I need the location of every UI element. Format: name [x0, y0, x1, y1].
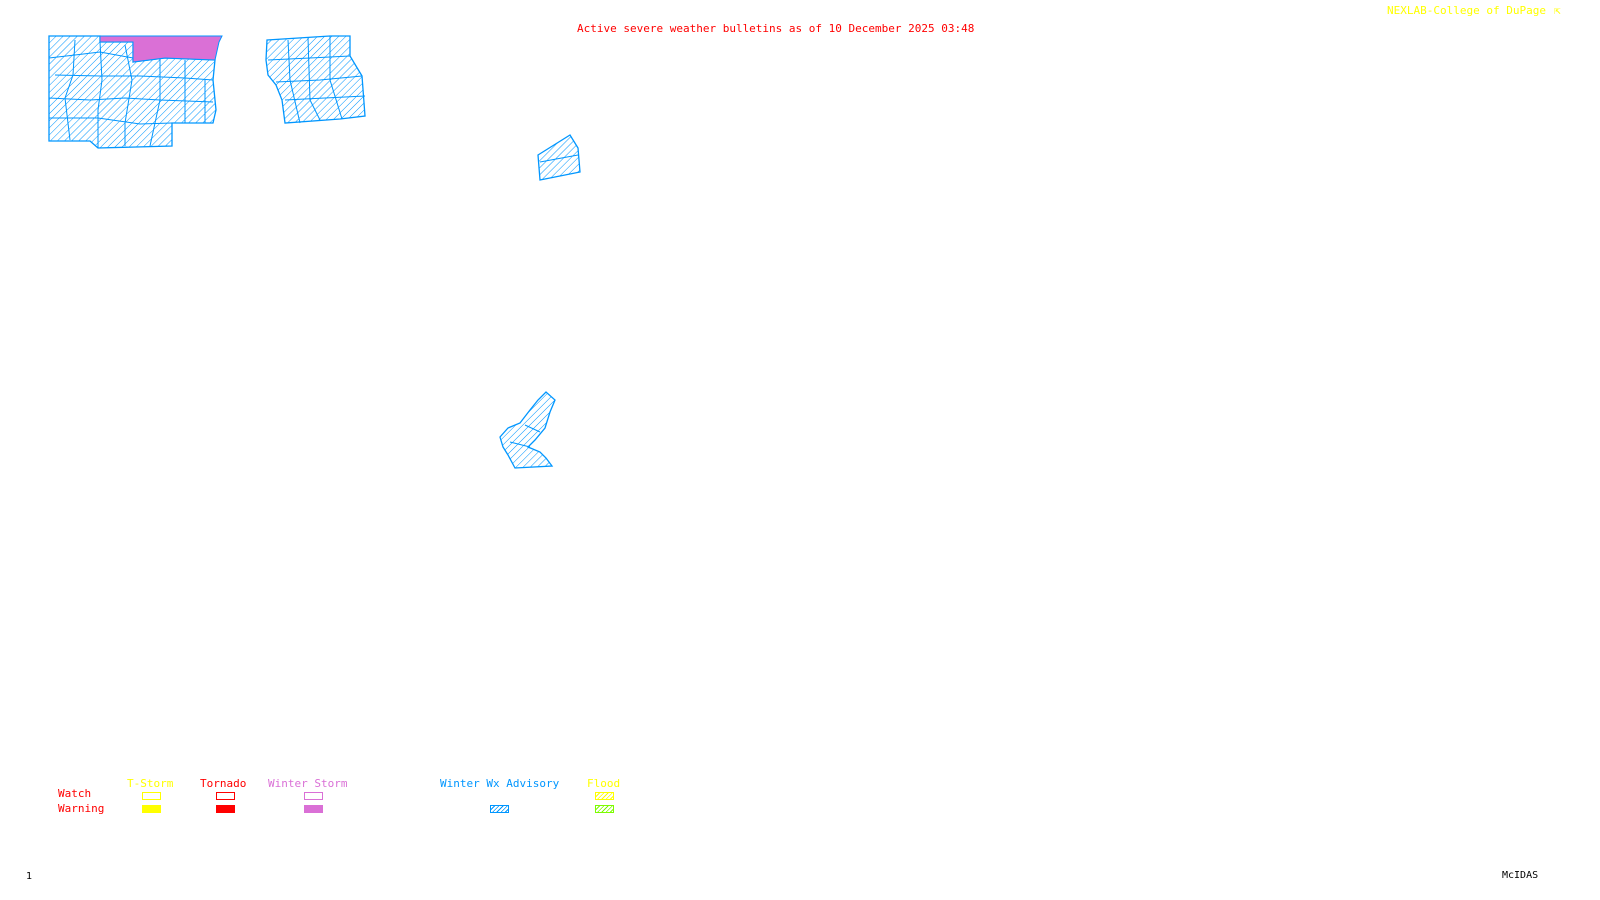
credit-icon: ⇱	[1554, 4, 1561, 17]
legend-winter-storm-warning	[304, 805, 323, 813]
map-title: Active severe weather bulletins as of 10…	[577, 22, 975, 35]
legend-flood-warning	[595, 805, 614, 813]
legend-tstorm-watch	[142, 792, 161, 800]
legend-row-warning: Warning	[58, 802, 105, 815]
advisory-area-central	[537, 134, 581, 181]
frame-number: 1	[26, 871, 33, 882]
legend-tstorm-label: T-Storm	[127, 777, 174, 790]
legend-tornado-label: Tornado	[200, 777, 247, 790]
legend-row-watch: Watch	[58, 787, 92, 800]
legend-winter-advisory-warning	[490, 805, 509, 813]
credit-label: NEXLAB-College of DuPage	[1387, 4, 1546, 17]
advisory-area-south-central	[499, 391, 556, 469]
legend-tornado-watch	[216, 792, 235, 800]
advisory-area-northwest	[48, 35, 217, 149]
legend-winter-storm-watch	[304, 792, 323, 800]
legend-tornado-warning	[216, 805, 235, 813]
legend-tstorm-warning	[142, 805, 161, 813]
legend-winter-advisory-label: Winter Wx Advisory	[440, 777, 560, 790]
legend-flood-watch	[595, 792, 614, 800]
legend-flood-label: Flood	[587, 777, 621, 790]
legend-winter-storm-label: Winter Storm	[268, 777, 348, 790]
winter-storm-warning-area	[99, 35, 223, 63]
advisory-area-north-central	[265, 35, 366, 124]
software-label: McIDAS	[1502, 870, 1539, 881]
